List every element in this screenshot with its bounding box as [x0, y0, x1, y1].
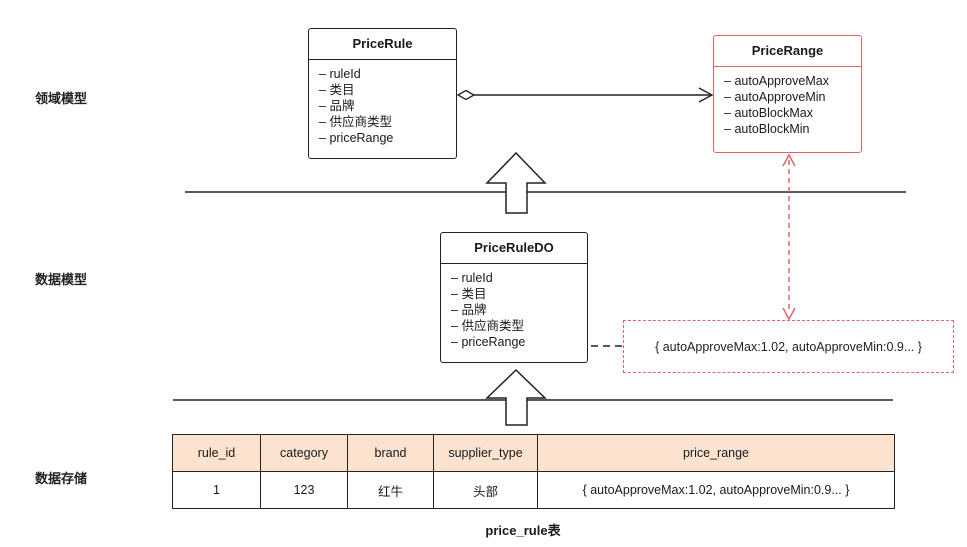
price-rule-fields: ruleId 类目 品牌 供应商类型 priceRange	[309, 60, 456, 146]
price-rule-field: priceRange	[319, 130, 456, 146]
aggregation-arrowhead	[698, 87, 714, 103]
aggregation-diamond	[456, 89, 476, 101]
price-range-field: autoBlockMin	[724, 121, 861, 137]
price-rule-do-field: 供应商类型	[451, 318, 587, 334]
layer-label-domain: 领域模型	[35, 91, 88, 106]
price-rule-title: PriceRule	[309, 29, 456, 60]
price-rule-do-field: ruleId	[451, 270, 587, 286]
json-value-box: { autoApproveMax:1.02, autoApproveMin:0.…	[623, 320, 954, 373]
price-rule-do-field: priceRange	[451, 334, 587, 350]
price-rule-table: rule_id category brand supplier_type pri…	[172, 434, 895, 509]
price-rule-field: ruleId	[319, 66, 456, 82]
column-header-rule-id: rule_id	[172, 434, 261, 472]
table-header-row: rule_id category brand supplier_type pri…	[172, 434, 895, 472]
price-rule-do-fields: ruleId 类目 品牌 供应商类型 priceRange	[441, 264, 587, 350]
serialization-arrowhead-down	[782, 307, 796, 321]
price-rule-do-title: PriceRuleDO	[441, 233, 587, 264]
price-range-field: autoApproveMin	[724, 89, 861, 105]
column-header-brand: brand	[347, 434, 434, 472]
price-rule-do-class: PriceRuleDO ruleId 类目 品牌 供应商类型 priceRang…	[440, 232, 588, 363]
price-rule-field: 类目	[319, 82, 456, 98]
column-header-price-range: price_range	[537, 434, 895, 472]
column-header-category: category	[260, 434, 348, 472]
layer-label-storage: 数据存储	[35, 471, 88, 486]
price-range-class: PriceRange autoApproveMax autoApproveMin…	[713, 35, 862, 153]
price-rule-class: PriceRule ruleId 类目 品牌 供应商类型 priceRange	[308, 28, 457, 159]
price-range-fields: autoApproveMax autoApproveMin autoBlockM…	[714, 67, 861, 137]
up-arrow-lower	[485, 368, 547, 426]
table-row: 1 123 红牛 头部 { autoApproveMax:1.02, autoA…	[172, 471, 895, 509]
column-header-supplier-type: supplier_type	[433, 434, 538, 472]
serialization-arrowhead-up	[782, 153, 796, 167]
price-rule-field: 供应商类型	[319, 114, 456, 130]
price-range-title: PriceRange	[714, 36, 861, 67]
json-value-text: { autoApproveMax:1.02, autoApproveMin:0.…	[655, 339, 922, 354]
table-cell: { autoApproveMax:1.02, autoApproveMin:0.…	[537, 471, 895, 509]
table-cell: 123	[260, 471, 348, 509]
table-cell: 1	[172, 471, 261, 509]
table-cell: 头部	[433, 471, 538, 509]
price-range-field: autoApproveMax	[724, 73, 861, 89]
price-rule-field: 品牌	[319, 98, 456, 114]
layer-label-data-model: 数据模型	[35, 272, 88, 287]
price-rule-do-field: 品牌	[451, 302, 587, 318]
up-arrow-upper	[485, 151, 547, 214]
price-range-field: autoBlockMax	[724, 105, 861, 121]
table-cell: 红牛	[347, 471, 434, 509]
price-rule-do-field: 类目	[451, 286, 587, 302]
table-caption: price_rule表	[485, 523, 561, 538]
